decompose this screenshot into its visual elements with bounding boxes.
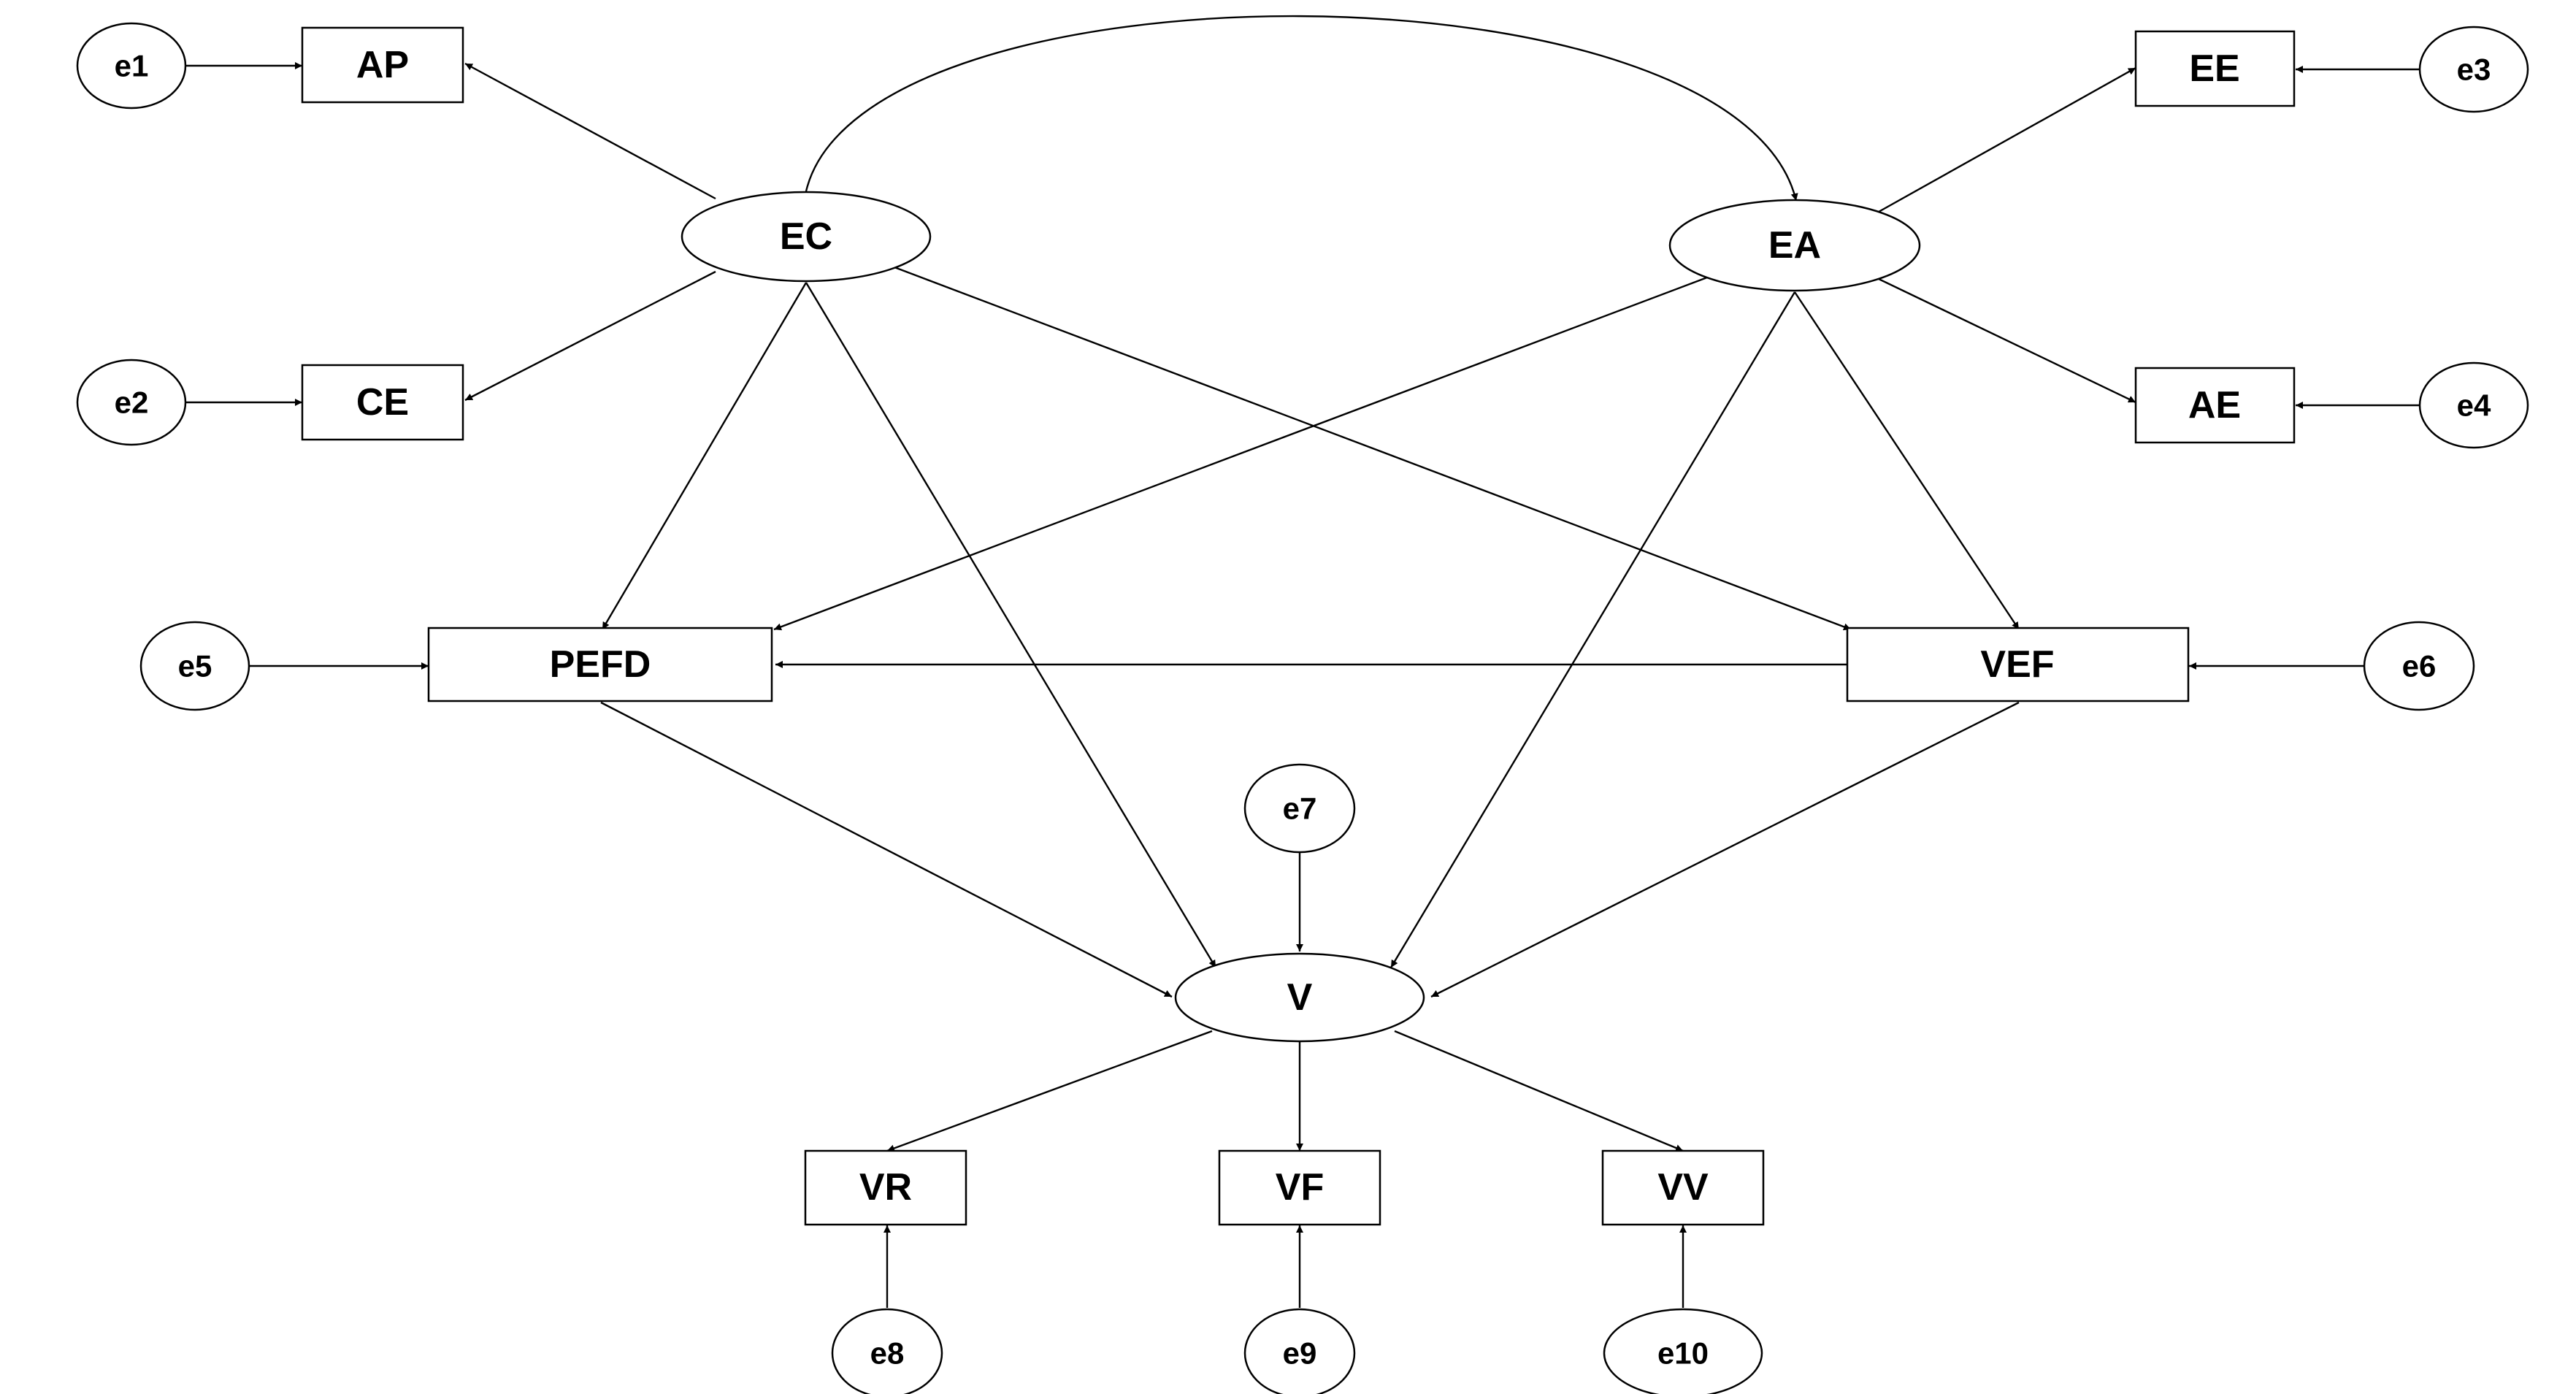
error-e2-label: e2 <box>115 386 149 420</box>
error-e5: e5 <box>139 621 250 711</box>
node-v: V <box>1174 952 1425 1043</box>
error-e1-label: e1 <box>115 49 149 83</box>
node-vv: VV <box>1601 1149 1765 1226</box>
edge-vef-v <box>1430 701 2020 998</box>
node-ec: EC <box>681 191 932 283</box>
edge-ec-pefd <box>601 282 808 630</box>
error-e6: e6 <box>2363 621 2475 711</box>
error-e10-label: e10 <box>1657 1336 1709 1371</box>
edge-ea-ae <box>1878 277 2136 404</box>
edge-ec-ce <box>464 270 716 402</box>
node-vef: VEF <box>1846 627 2190 702</box>
node-ea: EA <box>1668 199 1921 292</box>
node-ce-label: CE <box>356 381 409 424</box>
edge-ec-ea-covariance <box>800 15 1798 202</box>
error-e6-label: e6 <box>2402 649 2437 683</box>
error-e5-label: e5 <box>178 649 212 683</box>
edge-v-vr <box>886 1030 1213 1152</box>
node-vf: VF <box>1218 1149 1381 1226</box>
node-vr: VR <box>804 1149 967 1226</box>
edge-ea-vef <box>1794 291 2020 630</box>
edge-ea-ee <box>1878 66 2136 213</box>
node-ea-label: EA <box>1768 224 1821 267</box>
error-e7: e7 <box>1243 763 1356 854</box>
node-vef-label: VEF <box>1980 643 2054 686</box>
node-pefd-label: PEFD <box>550 643 651 686</box>
edge-ea-v <box>1389 291 1796 968</box>
node-ec-label: EC <box>780 215 832 258</box>
error-e4-label: e4 <box>2457 388 2491 423</box>
error-e3: e3 <box>2418 26 2529 113</box>
node-ap-label: AP <box>356 44 409 86</box>
error-e8-label: e8 <box>870 1336 905 1371</box>
error-e3-label: e3 <box>2457 53 2491 87</box>
error-e4: e4 <box>2418 361 2529 449</box>
node-vf-label: VF <box>1276 1166 1324 1209</box>
node-ce: CE <box>301 364 464 441</box>
edge-v-vv <box>1394 1030 1684 1152</box>
error-e2: e2 <box>76 359 187 446</box>
node-ae: AE <box>2134 367 2296 444</box>
node-v-label: V <box>1287 976 1313 1019</box>
error-e8: e8 <box>831 1308 943 1394</box>
error-e9-label: e9 <box>1283 1336 1317 1371</box>
edge-ec-vef <box>894 266 1852 631</box>
error-e1: e1 <box>76 22 187 110</box>
edge-ec-v <box>805 282 1217 968</box>
error-e9: e9 <box>1243 1308 1356 1394</box>
node-ee: EE <box>2134 30 2296 107</box>
node-ae-label: AE <box>2188 384 2241 426</box>
node-vv-label: VV <box>1657 1166 1709 1209</box>
node-pefd: PEFD <box>427 627 773 702</box>
edge-ea-pefd <box>773 276 1708 631</box>
node-ee-label: EE <box>2189 47 2239 90</box>
edges <box>185 15 2419 1308</box>
node-vr-label: VR <box>859 1166 912 1209</box>
edge-ec-ap <box>464 62 716 200</box>
error-e10: e10 <box>1603 1308 1763 1394</box>
edge-pefd-v <box>600 701 1173 998</box>
error-e7-label: e7 <box>1283 792 1317 826</box>
node-ap: AP <box>301 26 464 104</box>
